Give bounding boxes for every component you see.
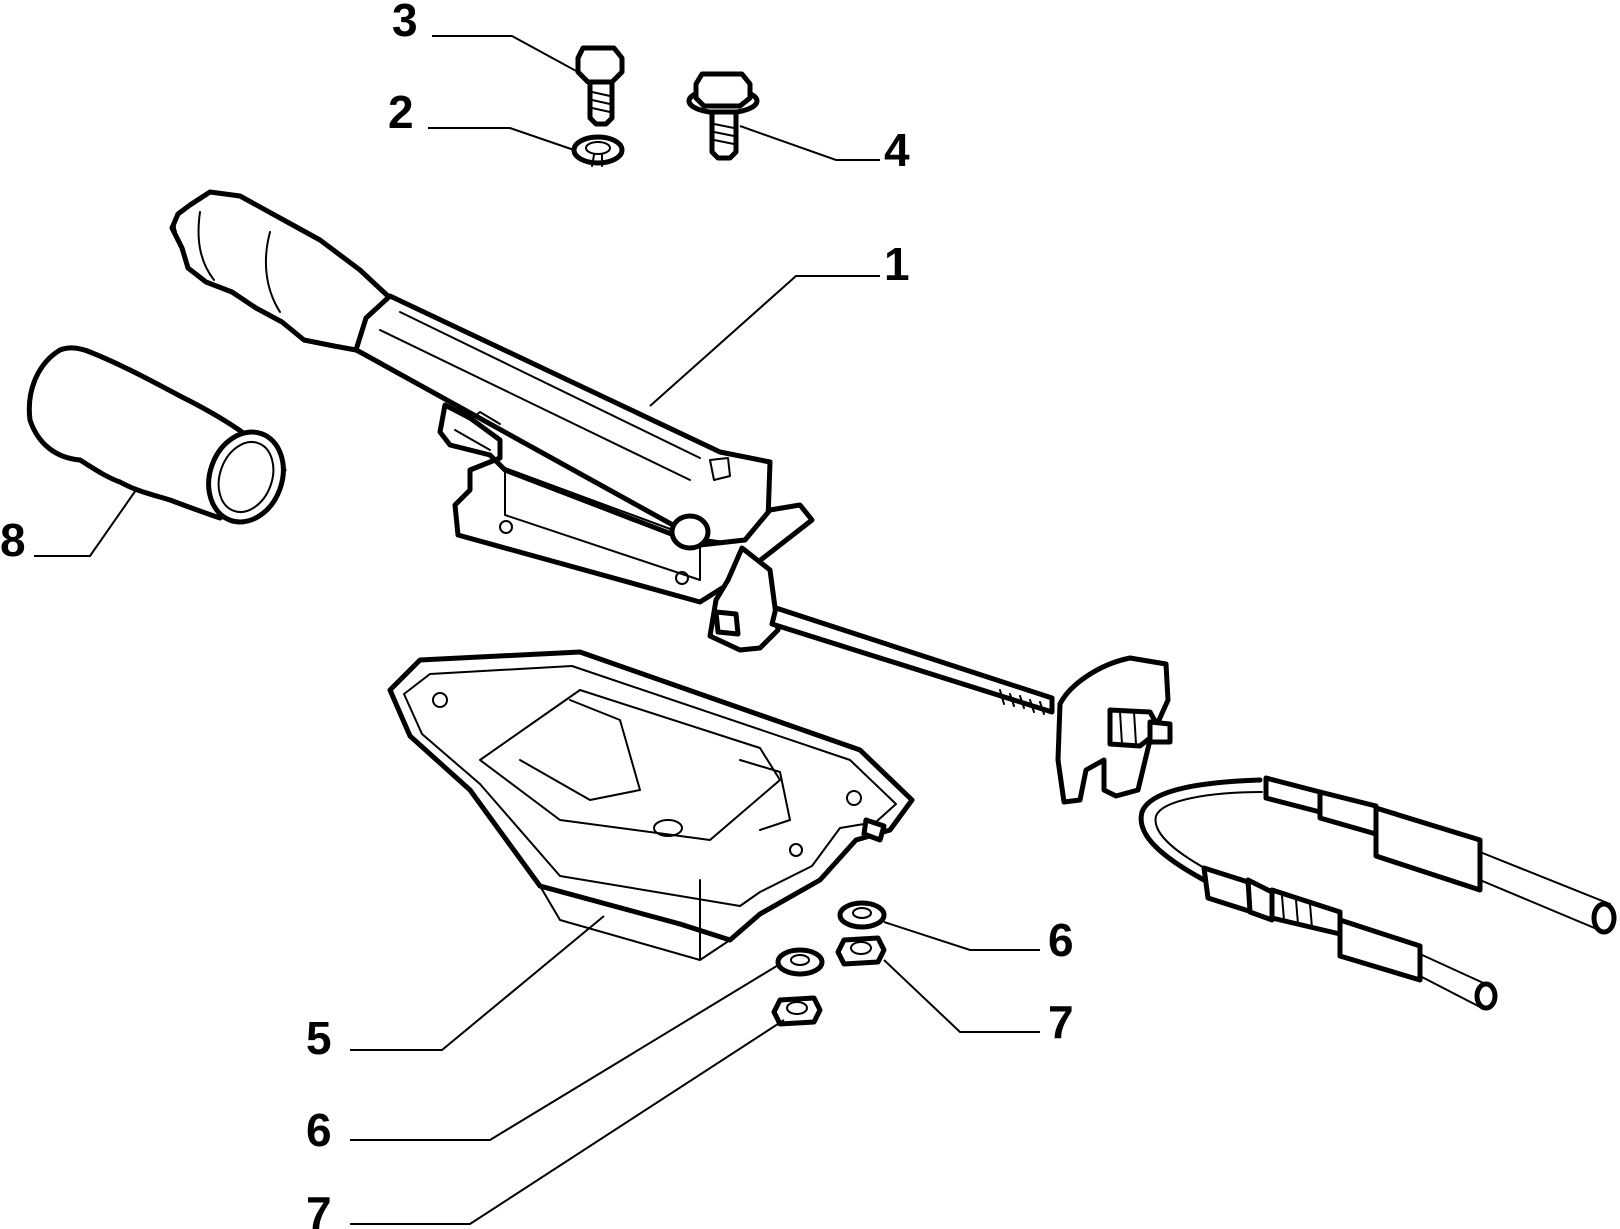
callout-7-left: 7 [306,1187,332,1229]
leader-line-2 [428,127,575,151]
callout-5: 5 [306,1012,332,1064]
handbrake-lever-part-1 [169,189,1173,805]
leader-line-8 [34,489,137,557]
leader-lines [34,35,1040,1225]
grip-sleeve-part-8 [26,345,287,525]
nut-part-7-left [771,995,823,1027]
washer-part-6-left [775,947,825,977]
callout-7-right: 7 [1048,996,1074,1048]
flange-bolt-part-4 [686,71,760,161]
leader-line-5 [350,915,605,1051]
callout-4: 4 [884,124,910,176]
callout-3: 3 [392,0,418,46]
callout-8: 8 [0,514,26,566]
callout-6-right: 6 [1048,914,1074,966]
washer-part-6-right [837,900,887,930]
callout-2: 2 [388,86,414,138]
leader-line-3 [432,35,579,73]
callout-1: 1 [884,238,910,290]
leader-line-7a [883,959,1040,1033]
nut-part-7-right [835,935,887,967]
callout-6-left: 6 [306,1104,332,1156]
console-tray-part-5 [387,649,915,961]
brake-cable [1138,775,1617,1011]
leader-line-6b [350,963,781,1141]
leader-line-1 [649,275,880,407]
leader-line-4 [739,125,880,161]
bolt-part-3 [575,45,625,127]
lock-washer-part-2 [571,134,625,167]
leader-line-7b [350,1019,785,1225]
leader-line-6a [883,921,1040,951]
